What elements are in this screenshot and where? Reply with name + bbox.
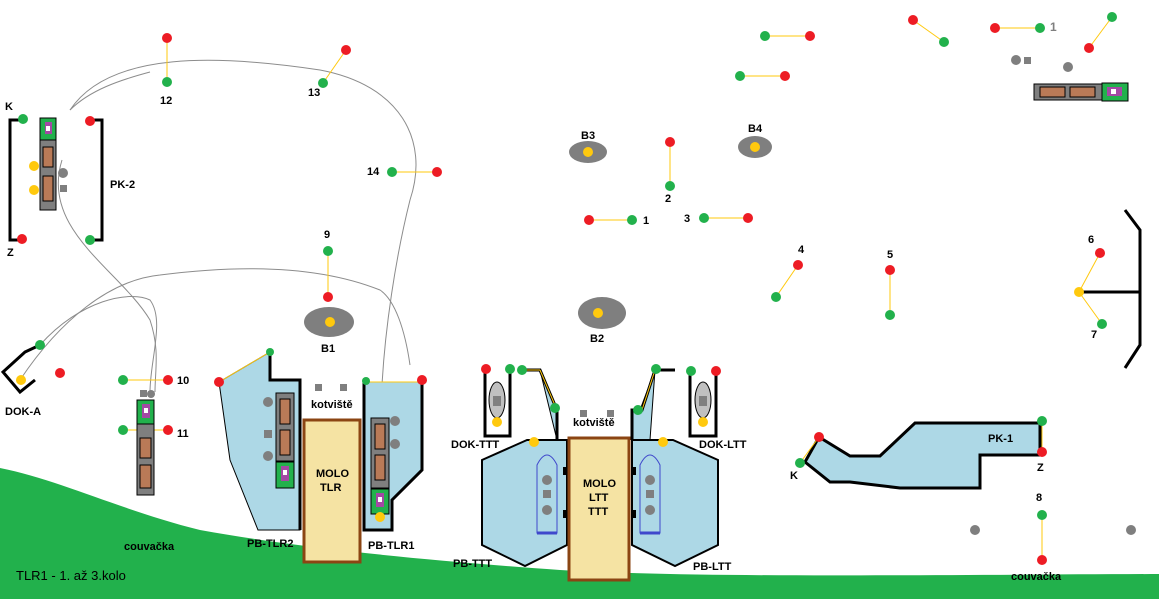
gate-1-label: 1 xyxy=(643,215,649,227)
pb-tlr2-label: PB-TLR2 xyxy=(247,538,293,550)
gate-6-label: 6 xyxy=(1088,234,1094,246)
couvacka-right-label: couvačka xyxy=(1011,571,1062,583)
dok-ttt-label: DOK-TTT xyxy=(451,439,500,451)
pier-tlr xyxy=(302,418,362,564)
gate-5-green xyxy=(885,310,895,320)
kotviste-2-label: kotviště xyxy=(573,417,615,429)
dok-a-label: DOK-A xyxy=(5,406,41,418)
gate-14-red xyxy=(432,167,442,177)
gate-14-green xyxy=(387,167,397,177)
gate-11-label: 11 xyxy=(177,428,189,440)
kotviste-1-label: kotviště xyxy=(311,399,353,411)
gate-8-green xyxy=(1037,510,1047,520)
pk1-label: PK-1 xyxy=(988,433,1013,445)
pk2-k-label: K xyxy=(5,101,13,113)
gate-3-red xyxy=(743,213,753,223)
dok-ltt-area xyxy=(686,366,721,438)
gate-1-red xyxy=(584,215,594,225)
pb-tlr1-label: PB-TLR1 xyxy=(368,540,414,552)
gate-10-green xyxy=(118,375,128,385)
gate-9-green xyxy=(323,246,333,256)
gate-12-red xyxy=(162,33,172,43)
pb-ttt-label: PB-TTT xyxy=(453,558,492,570)
route-lines xyxy=(19,59,417,393)
pier-tlr-line2: TLR xyxy=(320,482,341,494)
gate-1b-red xyxy=(990,23,1000,33)
gate-8-red xyxy=(1037,555,1047,565)
gate-4-red xyxy=(793,260,803,270)
shore-ground xyxy=(0,468,1159,599)
dock-6-7 xyxy=(1074,209,1142,369)
gate-5-red xyxy=(885,265,895,275)
boat-couvacka-left xyxy=(136,390,155,496)
dok-ltt-label: DOK-LTT xyxy=(699,439,747,451)
gate-14-label: 14 xyxy=(367,166,380,178)
gate-10-red xyxy=(163,375,173,385)
pb-ltt-area xyxy=(630,364,719,568)
gate-4-green xyxy=(771,292,781,302)
dok-ttt-area xyxy=(481,364,515,438)
gate-9-red xyxy=(323,292,333,302)
buoy-b1-label: B1 xyxy=(321,343,335,355)
gate-2-green xyxy=(665,181,675,191)
gate-11-green xyxy=(118,425,128,435)
gate-4-label: 4 xyxy=(798,244,805,256)
gate-12-label: 12 xyxy=(160,95,172,107)
gate-13-label: 13 xyxy=(308,87,320,99)
pb-ttt-area xyxy=(481,365,568,568)
gate-2-label: 2 xyxy=(665,193,671,205)
pk2-z-label: Z xyxy=(7,247,14,259)
gate-13-green xyxy=(318,78,328,88)
gate-3-green xyxy=(699,213,709,223)
pk1-k-label: K xyxy=(790,470,798,482)
gate-11-red xyxy=(163,425,173,435)
pier-ltt-line2: LTT xyxy=(589,492,609,504)
pk1-area xyxy=(795,416,1047,490)
pier-ltt-ttt xyxy=(567,436,631,582)
pb-ltt-label: PB-LTT xyxy=(693,561,732,573)
gate-1b-label: 1 xyxy=(1050,20,1057,34)
gate-7-label: 7 xyxy=(1091,329,1097,341)
buoy-b2-label: B2 xyxy=(590,333,604,345)
pier-tlr-line1: MOLO xyxy=(316,468,349,480)
gate-10-label: 10 xyxy=(177,375,189,387)
gate-13-red xyxy=(341,45,351,55)
gate-3-label: 3 xyxy=(684,213,690,225)
gate-1b-green xyxy=(1035,23,1045,33)
pk2-area xyxy=(8,114,104,245)
gate-5-label: 5 xyxy=(887,249,893,261)
map-title: TLR1 - 1. až 3.kolo xyxy=(16,568,126,583)
gate-1-green xyxy=(627,215,637,225)
dok-a-area xyxy=(0,340,65,395)
pier-ltt-line1: MOLO xyxy=(583,478,616,490)
pk2-label: PK-2 xyxy=(110,179,135,191)
gate-8-label: 8 xyxy=(1036,492,1042,504)
couvacka-left-label: couvačka xyxy=(124,541,175,553)
buoy-b3-label: B3 xyxy=(581,130,595,142)
gate-9-label: 9 xyxy=(324,229,330,241)
gate-2-red xyxy=(665,137,675,147)
pk1-z-label: Z xyxy=(1037,462,1044,474)
pb-tlr1-area xyxy=(362,375,427,532)
boat-top-right xyxy=(1033,82,1129,102)
gate-12-green xyxy=(162,77,172,87)
pier-ltt-line3: TTT xyxy=(588,506,608,518)
pb-tlr2-area xyxy=(214,348,302,531)
buoy-b4-label: B4 xyxy=(748,123,763,135)
